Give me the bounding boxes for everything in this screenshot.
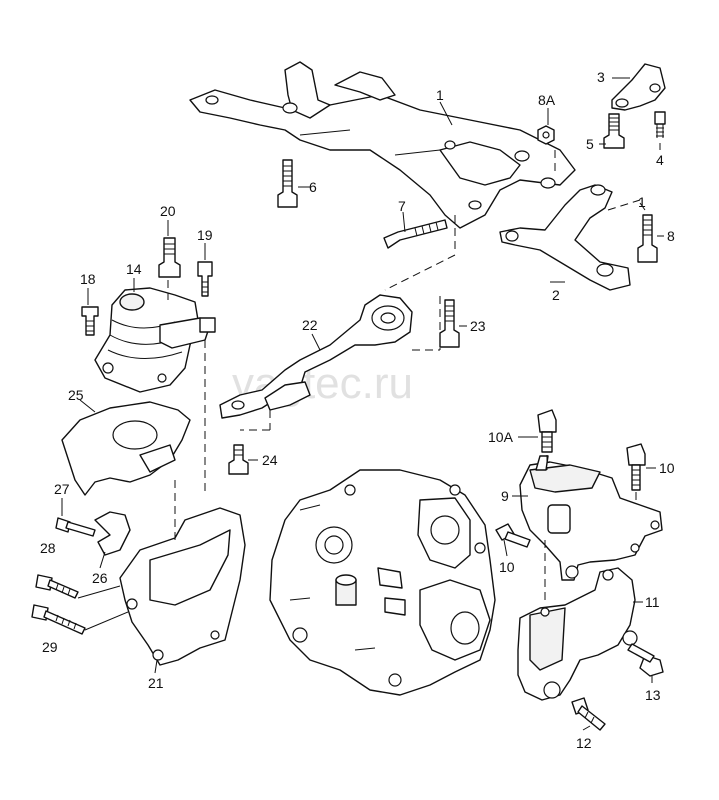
callout-10-right: 10 [659,460,675,476]
callout-21: 21 [148,675,164,691]
engine-bracket-21[interactable] [119,507,246,666]
callout-4: 4 [656,152,664,168]
engine-mount-14[interactable] [94,287,199,393]
bracket-part-3[interactable] [611,63,666,111]
bolt-28[interactable] [35,574,79,599]
callout-9: 9 [501,488,509,504]
bolt-6[interactable] [277,159,298,208]
bolt-10-left[interactable] [495,523,531,548]
callout-1: 1 [436,87,444,103]
bolt-18[interactable] [81,306,99,336]
callout-26: 26 [92,570,108,586]
callout-8: 8 [667,228,675,244]
control-arm-part[interactable] [499,184,631,291]
callout-18: 18 [80,271,96,287]
bolt-19[interactable] [197,261,213,297]
callout-6: 6 [309,179,317,195]
bolt-13[interactable] [627,643,664,677]
subframe-part[interactable] [189,61,576,229]
callout-28: 28 [40,540,56,556]
callout-22: 22 [302,317,318,333]
bolt-20[interactable] [158,237,181,278]
bolt-23[interactable] [439,299,460,348]
callout-11: 11 [645,594,660,610]
callout-13: 13 [645,687,661,703]
bolt-12[interactable] [571,697,606,731]
bolt-27[interactable] [55,517,96,537]
nut-8a[interactable] [537,125,555,145]
gearbox-bracket-11[interactable] [517,567,638,701]
callout-24: 24 [262,452,278,468]
gearbox-housing[interactable] [269,469,496,696]
callout-23: 23 [470,318,486,334]
callout-3: 3 [597,69,605,85]
callout-19: 19 [197,227,213,243]
callout-14: 14 [126,261,142,277]
heat-shield-25[interactable] [61,401,191,496]
callout-20: 20 [160,203,176,219]
gearbox-mount-9[interactable] [519,455,663,581]
bolt-4[interactable] [654,111,666,138]
callout-1-arm: 1 [638,194,646,210]
callout-5: 5 [586,136,594,152]
clip-26[interactable] [94,511,131,556]
bolt-29[interactable] [31,604,86,635]
callout-7: 7 [398,198,406,214]
bolt-10a[interactable] [537,409,557,453]
callout-10-left: 10 [499,559,515,575]
callout-27: 27 [54,481,70,497]
bolt-24[interactable] [228,444,249,475]
callout-29: 29 [42,639,58,655]
bolt-10-right[interactable] [626,443,646,491]
callout-2: 2 [552,287,560,303]
callout-10a: 10A [488,429,514,445]
callout-25: 25 [68,387,84,403]
bolt-7[interactable] [383,219,448,249]
callout-8a: 8A [538,92,556,108]
bolt-8[interactable] [637,214,658,263]
bolt-5[interactable] [603,113,625,149]
torque-rod-22[interactable] [219,294,413,419]
callout-12: 12 [576,735,592,751]
